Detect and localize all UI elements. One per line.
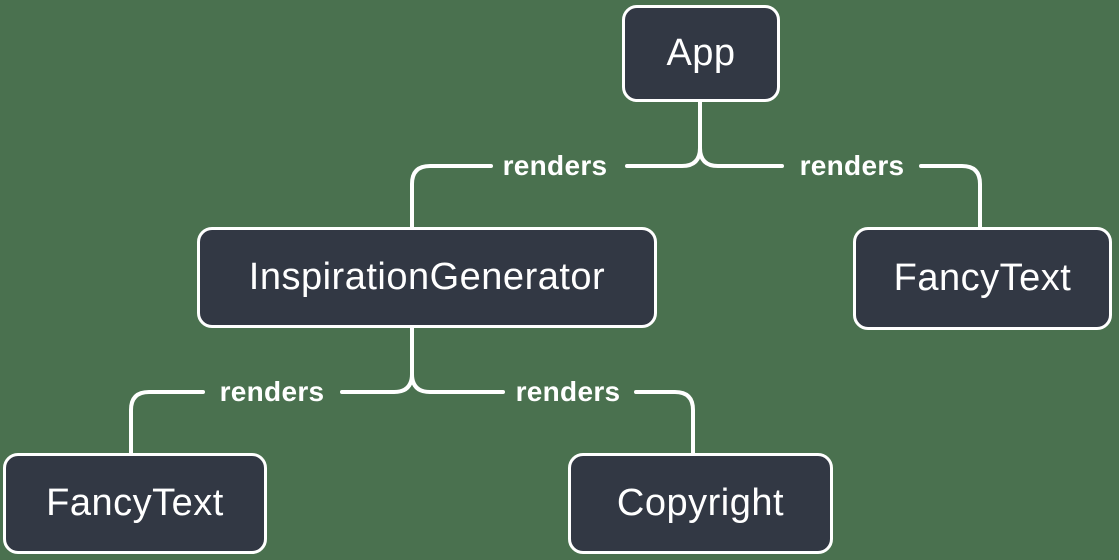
edge-app-to-inspiration-generator-segment-2 <box>410 164 493 229</box>
node-copyright-label: Copyright <box>616 482 785 524</box>
edge-inspiration-to-fancy-text-segment-1 <box>340 326 414 394</box>
edge-label-app-fancy-text: renders <box>799 150 905 181</box>
edge-label-inspiration-fancy-text: renders <box>219 376 325 407</box>
edge-inspiration-to-copyright-segment-2 <box>634 390 695 455</box>
edge-label-inspiration-copyright: renders <box>515 376 621 407</box>
edge-inspiration-to-fancy-text-segment-2 <box>129 390 205 455</box>
edge-app-to-fancy-text-segment-2 <box>919 164 982 229</box>
node-fancy-text-top-label: FancyText <box>893 257 1072 299</box>
node-inspiration-generator-label: InspirationGenerator <box>248 256 606 298</box>
edge-inspiration-to-copyright-segment-1 <box>410 326 505 394</box>
edge-label-app-inspiration-generator: renders <box>502 150 608 181</box>
node-fancy-text-bottom-label: FancyText <box>46 482 224 524</box>
edge-app-to-inspiration-generator-segment-1 <box>625 100 702 168</box>
node-copyright: Copyright <box>568 453 833 554</box>
edge-app-to-fancy-text-segment-1 <box>698 100 784 168</box>
node-fancy-text-top: FancyText <box>853 227 1112 330</box>
node-inspiration-generator: InspirationGenerator <box>197 227 657 328</box>
node-app: App <box>622 5 780 102</box>
node-app-label: App <box>666 32 736 74</box>
node-fancy-text-bottom: FancyText <box>3 453 267 554</box>
